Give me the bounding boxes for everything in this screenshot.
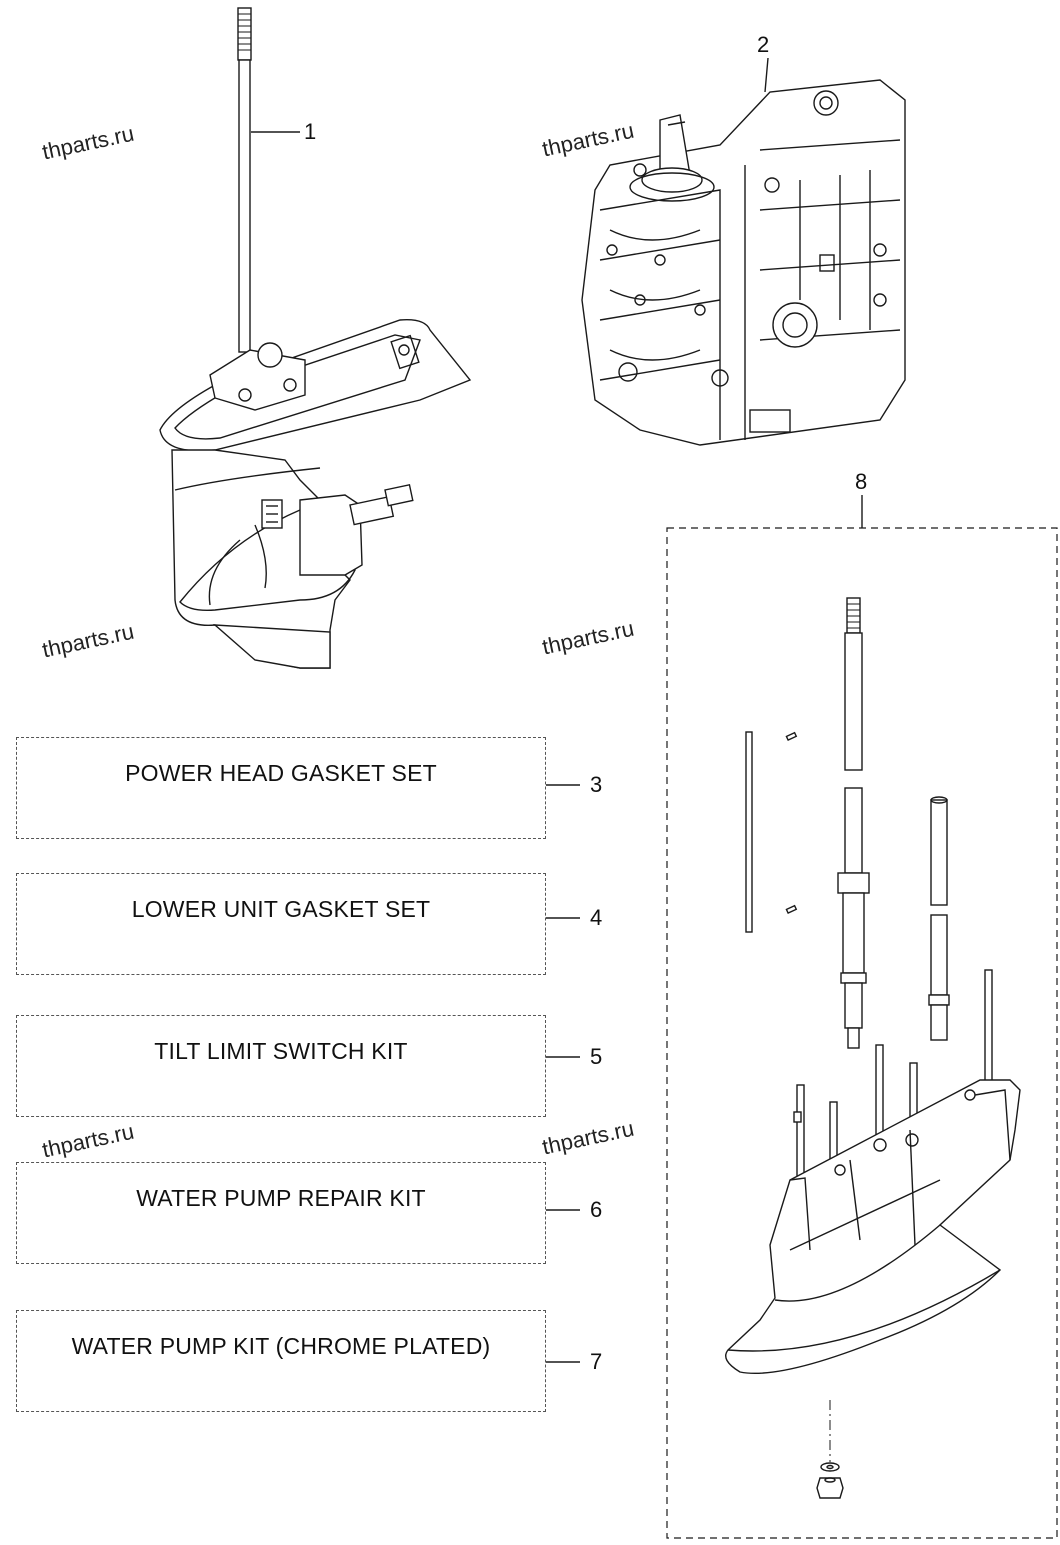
callout-5: 5	[590, 1044, 603, 1069]
lower-unit-gearcase-drawing	[159, 7, 472, 669]
callout-4: 4	[590, 905, 603, 930]
kit-box-water-pump-kit-chrome-plated: WATER PUMP KIT (CHROME PLATED)	[16, 1310, 546, 1412]
kit-label: LOWER UNIT GASKET SET	[131, 896, 431, 922]
callout-8: 8	[855, 469, 868, 494]
driveshaft-kit-drawing	[666, 495, 1058, 1539]
kit-box-power-head-gasket-set: POWER HEAD GASKET SET	[16, 737, 546, 839]
callout-2: 2	[757, 32, 770, 57]
leader-line-2	[764, 57, 769, 93]
callout-3: 3	[590, 772, 603, 797]
callout-7: 7	[590, 1349, 603, 1374]
kit-box-tilt-limit-switch-kit: TILT LIMIT SWITCH KIT	[16, 1015, 546, 1117]
kit-box-lower-unit-gasket-set: LOWER UNIT GASKET SET	[16, 873, 546, 975]
kit-label: WATER PUMP KIT (CHROME PLATED)	[71, 1333, 491, 1359]
power-head-drawing	[581, 79, 906, 446]
callout-6: 6	[590, 1197, 603, 1222]
callout-1: 1	[304, 119, 317, 144]
kit-label: POWER HEAD GASKET SET	[125, 760, 437, 786]
kit-box-water-pump-repair-kit: WATER PUMP REPAIR KIT	[16, 1162, 546, 1264]
kit-label: TILT LIMIT SWITCH KIT	[154, 1038, 408, 1064]
kit-label: WATER PUMP REPAIR KIT	[136, 1185, 426, 1211]
